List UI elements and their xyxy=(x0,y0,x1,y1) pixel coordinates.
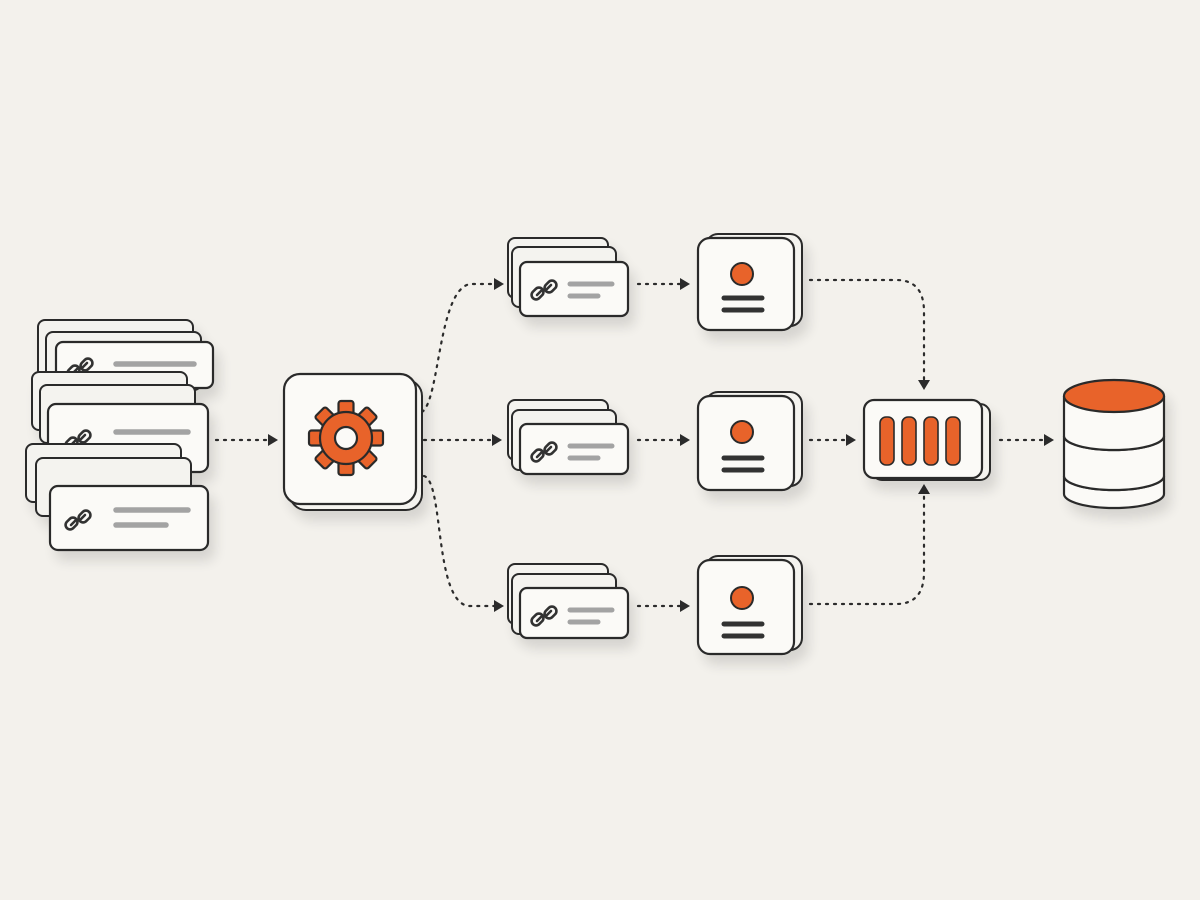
worker-bottom xyxy=(696,555,803,656)
queue-node xyxy=(862,398,991,481)
gear-icon xyxy=(307,399,385,477)
arrowhead xyxy=(492,434,502,446)
url-source-stack xyxy=(25,319,215,552)
arrowhead xyxy=(268,434,278,446)
edge-processor-to-batch-bottom xyxy=(422,474,496,608)
database-icon xyxy=(1062,378,1166,510)
worker-top xyxy=(696,233,803,332)
arrowhead xyxy=(1044,434,1054,446)
user-card-icon xyxy=(721,420,765,473)
arrowhead xyxy=(918,484,930,494)
edge-worker-bottom-to-queue xyxy=(808,492,926,606)
arrowhead xyxy=(918,380,930,390)
arrowhead xyxy=(680,278,690,290)
url-batch-middle xyxy=(507,399,630,476)
arrowhead xyxy=(680,600,690,612)
connectors xyxy=(214,278,1054,612)
arrowhead xyxy=(846,434,856,446)
url-batch-top xyxy=(507,237,630,318)
user-card-icon xyxy=(721,262,765,313)
processor-node xyxy=(282,372,423,511)
arrowhead xyxy=(680,434,690,446)
url-card-group-bottom xyxy=(25,443,210,552)
arrowhead xyxy=(494,278,504,290)
worker-middle xyxy=(696,391,803,492)
database-top xyxy=(1062,378,1166,414)
arrowhead xyxy=(494,600,504,612)
edge-worker-top-to-queue xyxy=(808,278,926,382)
bars-icon xyxy=(879,416,961,466)
url-batch-bottom xyxy=(507,563,630,640)
user-card-icon xyxy=(721,586,765,639)
edge-processor-to-batch-top xyxy=(420,282,496,414)
